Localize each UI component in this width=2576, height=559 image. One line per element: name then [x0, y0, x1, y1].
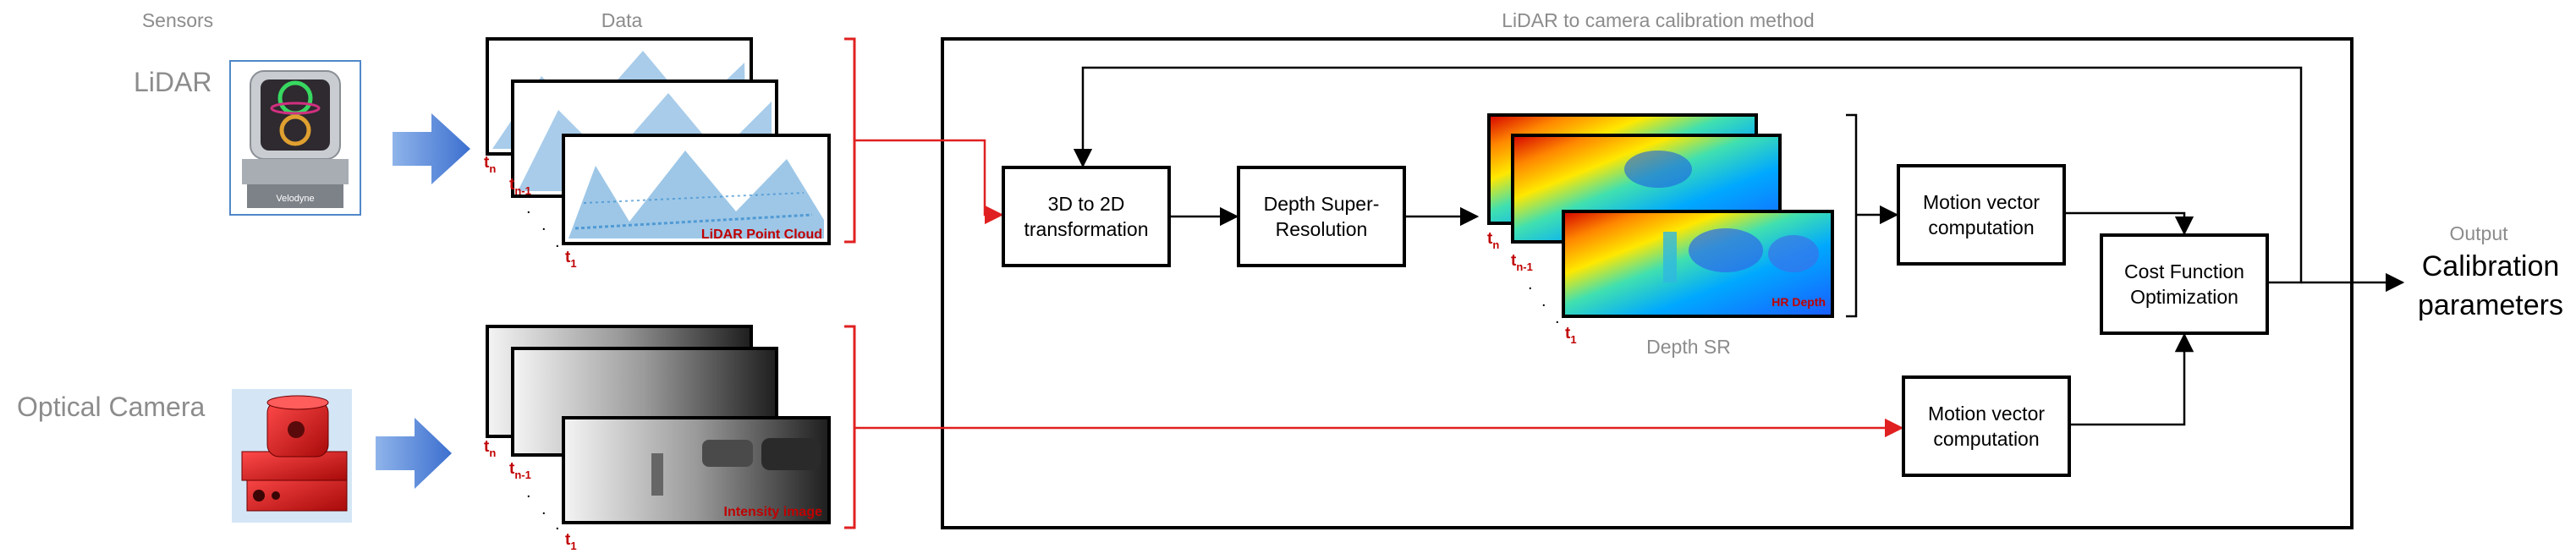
- method-header: LiDAR to camera calibration method: [1502, 9, 1814, 31]
- svg-text:tn: tn: [484, 154, 496, 175]
- motion1-to-cost-arrow: [2064, 211, 2194, 236]
- camera-tn1-sub: n-1: [514, 469, 531, 481]
- depth-map-t1: [1562, 210, 1834, 318]
- svg-text:tn-1: tn-1: [509, 176, 531, 197]
- depth-dot-2: .: [1541, 292, 1546, 310]
- lidar-tn1-label: t: [509, 176, 515, 194]
- camera-t1-sub: 1: [570, 540, 576, 552]
- motion1-line2: computation: [1928, 216, 2034, 238]
- camera-caption: Intensity image: [724, 505, 823, 519]
- lidar-brand: Velodyne: [276, 194, 314, 204]
- camera-tn1-label: t: [509, 460, 515, 478]
- data-header: Data: [601, 9, 643, 31]
- motion1-line1: Motion vector: [1923, 191, 2040, 213]
- svg-text:t1: t1: [565, 249, 577, 270]
- lidar-tn1-sub: n-1: [514, 184, 531, 197]
- motion2-to-cost-arrow: [2069, 332, 2194, 426]
- svg-text:tn-1: tn-1: [509, 460, 531, 481]
- depth-sr-box: [1237, 166, 1406, 267]
- lidar-tn-label: t: [484, 154, 490, 172]
- depth-tn1-label: t: [1511, 252, 1517, 270]
- svg-text:tn: tn: [484, 438, 496, 459]
- motion-box-2: [1902, 375, 2071, 477]
- svg-text:t1: t1: [565, 531, 577, 552]
- svg-text:tn: tn: [1487, 230, 1499, 251]
- lidar-label: LiDAR: [134, 67, 211, 97]
- svg-text:t1: t1: [1565, 325, 1577, 346]
- lidar-frame-t1: [562, 134, 831, 245]
- depth-bracket: [1846, 113, 1858, 318]
- motion2-line2: computation: [1933, 428, 2039, 450]
- motion-box-1: [1897, 164, 2066, 266]
- depth-dot-1: .: [1528, 275, 1533, 293]
- depth-t1-sub: 1: [1570, 333, 1576, 346]
- output-line2: parameters: [2418, 289, 2563, 321]
- depth-time-labels: tn tn-1 . . . t1: [1487, 230, 1577, 346]
- camera-blue-arrow: [376, 418, 452, 489]
- sensors-header: Sensors: [142, 9, 213, 31]
- camera-tn-label: t: [484, 438, 490, 456]
- camera-t1-label: t: [565, 531, 571, 549]
- lidar-dot-1: .: [526, 199, 531, 217]
- camera-red-bracket: [844, 325, 856, 529]
- svg-text:tn-1: tn-1: [1511, 252, 1533, 273]
- camera-dot-3: .: [555, 515, 560, 534]
- camera-tn-sub: n: [489, 447, 496, 459]
- camera-time-labels: tn tn-1 . . . t1: [484, 438, 577, 552]
- lidar-dot-2: .: [541, 216, 547, 234]
- depth-tn-label: t: [1487, 230, 1493, 248]
- camera-frame-t1: [562, 416, 831, 524]
- feedback-loop-arrow: [1073, 66, 2303, 284]
- cost-line1: Cost Function: [2124, 260, 2244, 282]
- output-header: Output: [2449, 222, 2508, 244]
- depth-tn-sub: n: [1492, 238, 1499, 251]
- lidar-red-bracket: [844, 37, 856, 244]
- transform-line1: 3D to 2D: [1048, 193, 1125, 215]
- camera-sensor-image: [232, 389, 352, 523]
- lidar-blue-arrow: [393, 113, 470, 184]
- depth-sr-caption: Depth SR: [1646, 336, 1731, 358]
- depth-sr-line2: Resolution: [1276, 218, 1368, 240]
- output-line1: Calibration: [2422, 250, 2560, 282]
- lidar-t1-label: t: [565, 249, 571, 266]
- transform-box: [1002, 166, 1171, 267]
- depth-dot-3: .: [1555, 309, 1560, 327]
- transform-line2: transformation: [1024, 218, 1148, 240]
- lidar-dot-3: .: [555, 233, 560, 251]
- camera-dot-2: .: [541, 500, 547, 518]
- depth-sr-line1: Depth Super-: [1264, 193, 1380, 215]
- motion2-line1: Motion vector: [1928, 403, 2045, 425]
- camera-dot-1: .: [526, 483, 531, 501]
- lidar-tn-sub: n: [489, 162, 496, 175]
- lidar-sensor-image: Velodyne: [229, 60, 361, 216]
- lidar-time-labels: tn tn-1 . . . t1: [484, 154, 577, 270]
- camera-label: Optical Camera: [17, 392, 206, 422]
- cost-function-box: [2100, 233, 2269, 335]
- depth-img-caption: HR Depth: [1771, 295, 1826, 309]
- lidar-to-transform-arrow: [854, 139, 1004, 225]
- depth-t1-label: t: [1565, 325, 1571, 343]
- lidar-caption: LiDAR Point Cloud: [701, 227, 822, 242]
- depth-tn1-sub: n-1: [1516, 260, 1533, 273]
- lidar-t1-sub: 1: [570, 257, 576, 270]
- cost-line2: Optimization: [2130, 286, 2238, 308]
